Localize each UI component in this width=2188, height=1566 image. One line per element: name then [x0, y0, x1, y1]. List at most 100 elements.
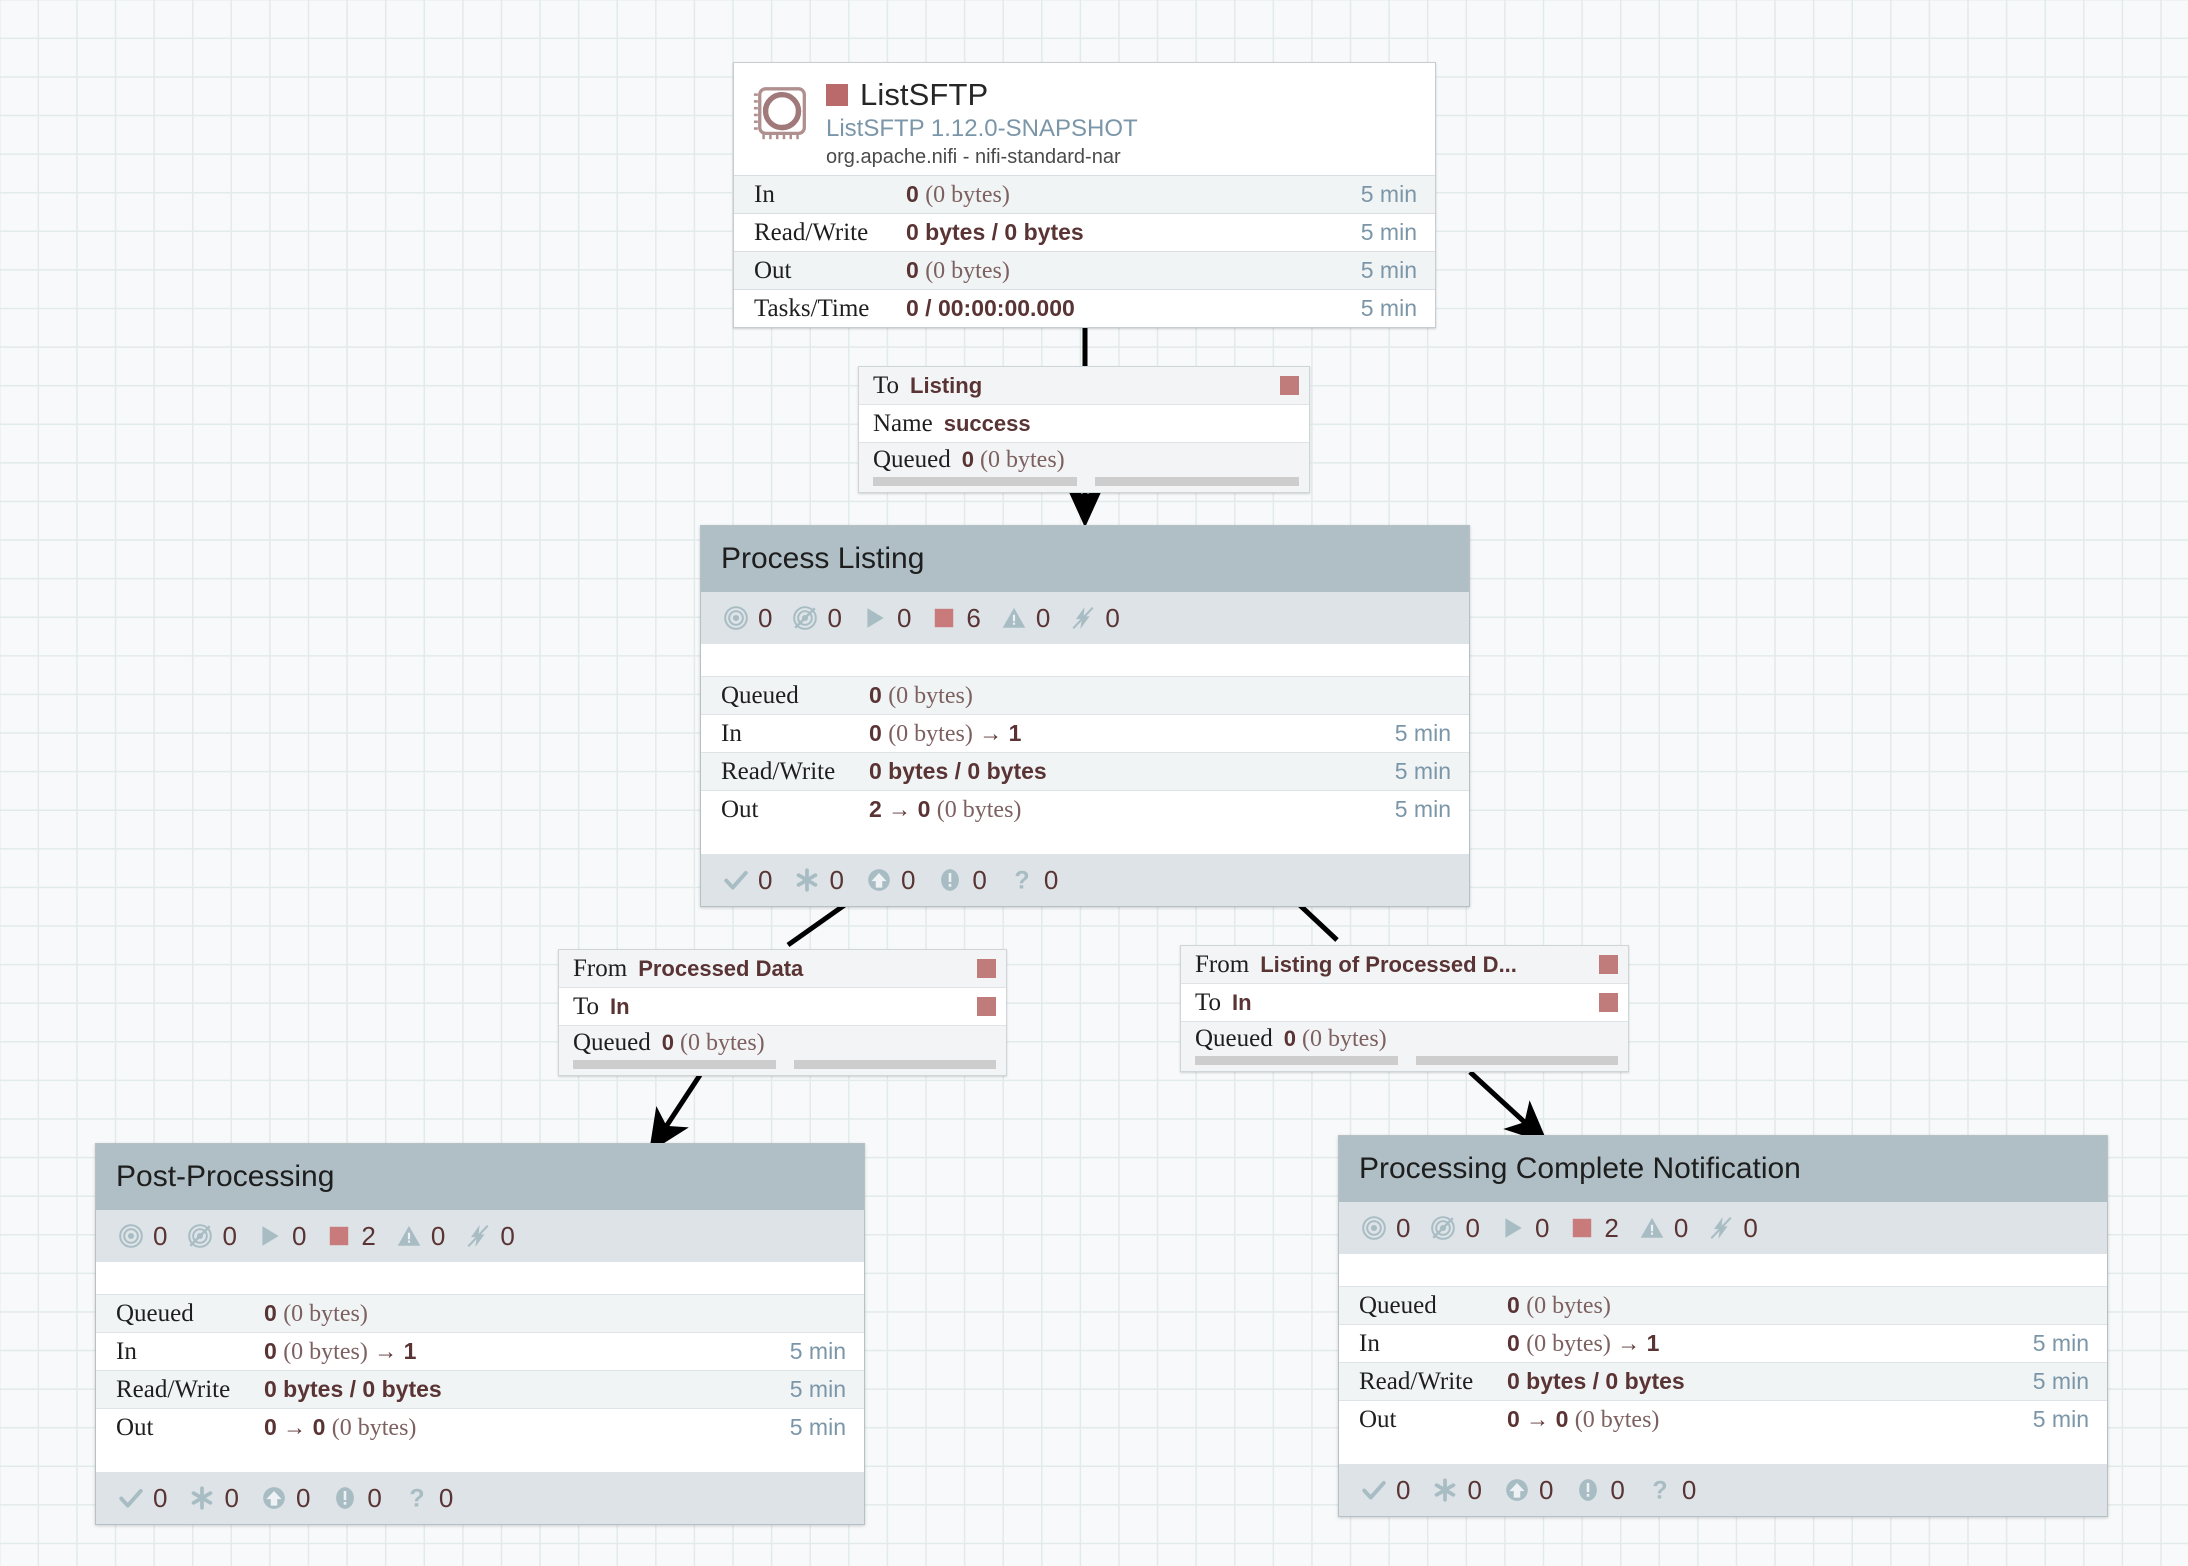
status-count: 0 — [291, 1220, 307, 1251]
status-chip-check[interactable]: 0 — [1361, 1475, 1410, 1506]
status-count: 0 — [1681, 1474, 1697, 1505]
processor-listsftp[interactable]: ListSFTP ListSFTP 1.12.0-SNAPSHOT org.ap… — [733, 62, 1436, 328]
status-chip-question[interactable]: ?0 — [1009, 865, 1058, 896]
queued-detail: (0 bytes) — [1302, 1025, 1387, 1052]
stopped-icon — [1573, 1218, 1592, 1238]
disabled-icon — [467, 1225, 489, 1247]
connection-stopped-icon[interactable] — [977, 997, 996, 1016]
queue-count-bar — [573, 1060, 776, 1069]
process-group-footer-bar: 0 0 0 0?0 — [1339, 1464, 2107, 1516]
status-chip-exclamation[interactable]: 0 — [332, 1483, 382, 1514]
status-chip-running[interactable]: 0 — [862, 603, 911, 634]
status-chip-invalid[interactable]: 0 — [1001, 603, 1050, 634]
status-chip-running[interactable]: 0 — [1500, 1213, 1549, 1244]
queued-label: Queued — [1195, 1025, 1273, 1052]
process-group-spacer — [1339, 1254, 2107, 1286]
status-chip-up-arrow[interactable]: 0 — [866, 865, 915, 896]
run-status-stopped-icon[interactable] — [826, 84, 848, 107]
status-chip-running[interactable]: 0 — [257, 1221, 306, 1252]
disabled-icon — [1710, 1217, 1732, 1239]
stat-time: 5 min — [1360, 219, 1417, 245]
status-chip-asterisk[interactable]: 0 — [1432, 1475, 1482, 1506]
stat-value: 0 bytes / 0 bytes — [869, 758, 1047, 784]
connection-stopped-icon[interactable] — [977, 959, 996, 978]
status-count: 0 — [1105, 602, 1120, 633]
status-chip-disabled[interactable]: 0 — [465, 1220, 515, 1252]
stat-label: Queued — [1359, 1291, 1437, 1319]
process-group-title[interactable]: Processing Complete Notification — [1339, 1136, 2107, 1202]
status-count: 0 — [758, 602, 773, 633]
status-count: 0 — [1534, 1212, 1550, 1243]
status-chip-stopped[interactable]: 2 — [326, 1221, 376, 1252]
status-count: 0 — [500, 1220, 515, 1251]
process-group-title[interactable]: Post-Processing — [96, 1144, 864, 1210]
status-count: 0 — [295, 1482, 311, 1513]
processor-header: ListSFTP ListSFTP 1.12.0-SNAPSHOT org.ap… — [734, 63, 1435, 175]
status-chip-up-arrow[interactable]: 0 — [261, 1483, 310, 1514]
status-chip-stopped[interactable]: 6 — [931, 602, 981, 634]
status-chip-stopped[interactable]: 2 — [1569, 1213, 1619, 1244]
stat-label: Out — [721, 795, 759, 823]
process-group-title[interactable]: Process Listing — [701, 526, 1469, 592]
connection-stopped-icon[interactable] — [1280, 376, 1299, 395]
stat-label: Out — [1359, 1405, 1397, 1433]
status-chip-disabled[interactable]: 0 — [1708, 1213, 1758, 1244]
connection-stopped-icon[interactable] — [1599, 993, 1618, 1012]
question-icon: ? — [1652, 1477, 1667, 1503]
status-chip-up-arrow[interactable]: 0 — [1504, 1475, 1553, 1506]
status-chip-check[interactable]: 0 — [118, 1483, 167, 1514]
queued-label: Queued — [873, 446, 951, 473]
not-transmitting-icon — [793, 606, 818, 630]
stat-time: 5 min — [2032, 1406, 2089, 1432]
status-chip-disabled[interactable]: 0 — [1070, 602, 1120, 634]
stat-time: 5 min — [2032, 1368, 2089, 1394]
up-arrow-icon — [1506, 1479, 1528, 1501]
exclamation-icon — [1579, 1479, 1598, 1501]
status-chip-question[interactable]: ?0 — [1647, 1475, 1696, 1506]
status-chip-transmitting[interactable]: 0 — [1361, 1213, 1410, 1244]
status-chip-invalid[interactable]: 0 — [1639, 1213, 1688, 1244]
status-chip-transmitting[interactable]: 0 — [723, 603, 772, 634]
status-chip-asterisk[interactable]: 0 — [189, 1483, 239, 1514]
stat-time: 5 min — [789, 1338, 846, 1364]
status-count: 0 — [1465, 1212, 1480, 1243]
stat-value: 0 → 0 (0 bytes) — [264, 1413, 417, 1441]
status-chip-exclamation[interactable]: 0 — [937, 865, 987, 896]
queued-value: 0 — [1283, 1026, 1296, 1051]
status-chip-asterisk[interactable]: 0 — [794, 865, 844, 896]
status-chip-question[interactable]: ?0 — [404, 1483, 453, 1514]
status-chip-invalid[interactable]: 0 — [396, 1221, 445, 1252]
status-count: 0 — [1396, 1212, 1411, 1243]
invalid-icon — [1002, 607, 1026, 628]
status-chip-check[interactable]: 0 — [723, 865, 772, 896]
status-chip-transmitting[interactable]: 0 — [118, 1221, 167, 1252]
stat-label: In — [1359, 1329, 1380, 1357]
disabled-icon — [1072, 607, 1094, 629]
status-count: 6 — [966, 602, 981, 633]
connection-stopped-icon[interactable] — [1599, 955, 1618, 974]
asterisk-icon — [797, 868, 818, 892]
status-chip-not-transmitting[interactable]: 0 — [792, 603, 842, 634]
status-chip-not-transmitting[interactable]: 0 — [187, 1221, 237, 1252]
status-chip-not-transmitting[interactable]: 0 — [1430, 1212, 1480, 1244]
status-chip-exclamation[interactable]: 0 — [1575, 1475, 1625, 1506]
processor-name: ListSFTP — [860, 77, 989, 112]
stat-value: 0 bytes / 0 bytes — [906, 219, 1084, 245]
